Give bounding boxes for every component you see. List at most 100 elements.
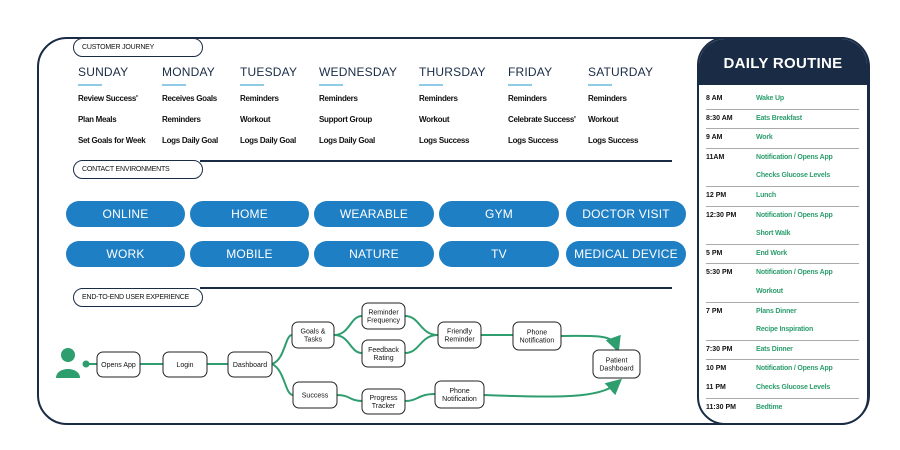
day-activity: Workout [419, 115, 450, 124]
flow-node-label: Patient [606, 358, 628, 365]
day-activity: Set Goals for Week [78, 136, 146, 145]
routine-time: 5 PM [706, 249, 723, 257]
daily-routine-title: DAILY ROUTINE [699, 39, 867, 85]
day-activity: Logs Daily Goal [240, 136, 296, 145]
routine-activity: Bedtime [756, 403, 783, 411]
day-underline [78, 84, 102, 86]
day-title: THURSDAY [419, 65, 486, 79]
routine-time [706, 225, 756, 244]
environment-wearable[interactable]: WEARABLE [314, 201, 434, 227]
flow-node-box [437, 321, 482, 349]
routine-activity: Plans Dinner [756, 307, 797, 315]
flow-node-label: Rating [373, 355, 393, 362]
routine-time [706, 321, 756, 340]
routine-activity: Eats Breakfast [756, 114, 802, 122]
routine-activity: Checks Glucose Levels [756, 383, 831, 391]
flow-node-label: Login [176, 362, 193, 369]
section-end-to-end: END-TO-END USER EXPERIENCE [73, 288, 203, 307]
flow-node-label: Goals & [301, 329, 326, 336]
environment-gym[interactable]: GYM [439, 201, 559, 227]
day-activity: Reminders [419, 94, 458, 103]
divider [200, 37, 697, 39]
routine-time: 8 AM [706, 95, 723, 102]
routine-entry: 11 PM Checks Glucose Levels [706, 379, 859, 399]
flow-node-label: Phone [449, 388, 469, 395]
flow-node-goals-tasks: Goals &Tasks [291, 321, 335, 349]
day-activity: Review Success' [78, 94, 138, 103]
flow-node-box [434, 380, 485, 409]
routine-activity: Notification / Opens App [756, 365, 833, 373]
flow-node-label: Opens App [101, 362, 136, 369]
day-title: SATURDAY [588, 65, 654, 79]
routine-time [706, 283, 756, 302]
day-title: WEDNESDAY [319, 65, 398, 79]
day-underline [588, 84, 612, 86]
environment-tv[interactable]: TV [439, 241, 559, 267]
day-title: FRIDAY [508, 65, 553, 79]
flow-node-label: Dashboard [233, 362, 267, 369]
day-activity: Celebrate Success' [508, 115, 576, 124]
flow-node-label: Notification [520, 338, 555, 345]
environment-home[interactable]: HOME [190, 201, 309, 227]
routine-activity: Notification / Opens App [756, 269, 833, 277]
user-flow-diagram: Opens App Login Dashboard Goals &Tasks Remin… [56, 302, 641, 415]
day-activity: Reminders [588, 94, 627, 103]
day-activity: Workout [588, 115, 619, 124]
environment-work[interactable]: WORK [66, 241, 185, 267]
environment-doctor-visit[interactable]: DOCTOR VISIT [566, 201, 686, 227]
day-activity: Logs Daily Goal [162, 136, 218, 145]
flow-node-label: Tasks [304, 337, 322, 344]
day-activity: Reminders [319, 94, 358, 103]
flow-node-label: Phone [527, 330, 547, 337]
routine-time: 11 PM [706, 383, 726, 391]
day-underline [319, 84, 343, 86]
routine-activity: Eats Dinner [756, 345, 793, 353]
flow-node-box [592, 349, 641, 379]
day-activity: Reminders [508, 94, 547, 103]
flow-node-opens-app: Opens App [96, 351, 141, 378]
day-activity: Reminders [240, 94, 279, 103]
day-underline [419, 84, 443, 86]
day-activity: Support Group [319, 115, 372, 124]
day-underline [162, 84, 186, 86]
day-activity: Reminders [162, 115, 201, 124]
environment-online[interactable]: ONLINE [66, 201, 185, 227]
section-contact-environments: CONTACT ENVIRONMENTS [73, 160, 203, 179]
routine-time: 12:30 PM [706, 211, 737, 219]
routine-time: 7 PM [706, 307, 723, 315]
day-activity: Logs Success [508, 136, 559, 145]
routine-activity: Work [756, 134, 773, 142]
routine-activity: Wake Up [756, 95, 784, 102]
day-activity: Plan Meals [78, 115, 117, 124]
flow-node-box [361, 302, 406, 330]
day-activity: Logs Success [419, 136, 470, 145]
flow-node-label: Frequency [367, 318, 401, 325]
day-activity: Logs Success [588, 136, 639, 145]
routine-time: 5:30 PM [706, 269, 733, 277]
flow-node-label: Progress [369, 395, 398, 402]
routine-entry: 8 AM Wake Up [706, 90, 859, 110]
routine-time: 11:30 PM [706, 403, 736, 411]
divider [200, 287, 672, 289]
routine-entry: 11:30 PM Bedtime [706, 399, 859, 418]
environment-medical-device[interactable]: MEDICAL DEVICE [566, 241, 686, 267]
environment-mobile[interactable]: MOBILE [190, 241, 309, 267]
routine-activity: Notification / Opens App [756, 153, 833, 161]
environment-nature[interactable]: NATURE [314, 241, 434, 267]
flow-node-box [292, 381, 338, 409]
day-activity: Logs Daily Goal [319, 136, 375, 145]
flow-node-label: Friendly [447, 329, 472, 336]
